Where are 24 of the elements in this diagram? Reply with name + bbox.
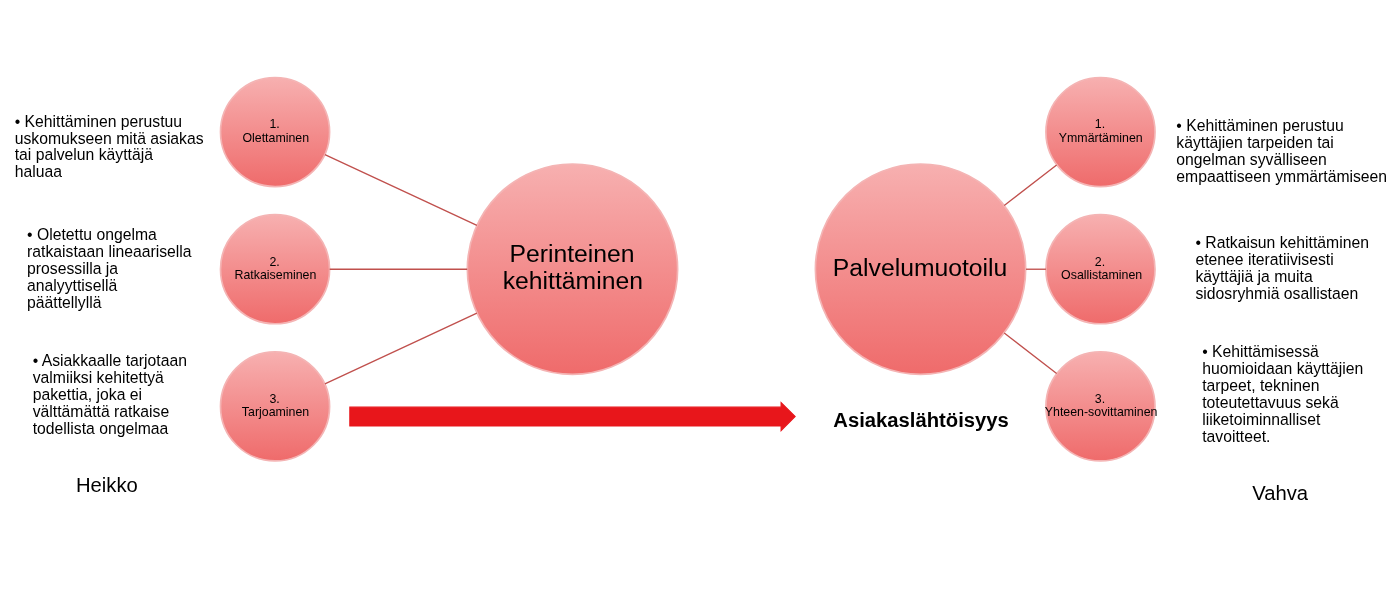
node-label: • Kehittämisessä huomioidaan käyttäjien tarpeet, tekninen toteutettavuus sekä liiketoiminnalliset tavoitteet. <box>1202 343 1364 445</box>
node-label: • Oletettu ongelma ratkaistaan lineaarisella prosessilla ja analyyttisellä päättellyllä <box>27 226 192 311</box>
connector <box>328 268 468 270</box>
node-label: • Kehittäminen perustuu uskomukseen mitä asiakas tai palvelun käyttäjä haluaa <box>14 112 204 181</box>
label: Asiakaslähtöisyys <box>833 409 1009 432</box>
node-circle: 1. Olettaminen <box>219 76 331 188</box>
node-circle: 3. Yhteen-sovittaminen <box>1045 351 1156 462</box>
node-label: • Kehittäminen perustuu käyttäjien tarpeiden tai ongelman syvälliseen empaattiseen ymmärtämiseen <box>1176 117 1388 185</box>
node-circle: 3. Tarjoaminen <box>219 351 331 462</box>
node-arrow <box>349 401 796 432</box>
connector <box>324 154 478 226</box>
connector <box>1025 268 1047 270</box>
node-circle: 2. Osallistaminen <box>1045 213 1156 325</box>
node-circle: Perinteinen kehittäminen <box>466 163 679 376</box>
connector <box>1003 164 1058 207</box>
node-circle: Palvelumuotoilu <box>814 163 1027 376</box>
connector <box>1003 332 1058 375</box>
label: Vahva <box>1252 482 1309 505</box>
connector <box>324 312 478 385</box>
node-label: • Asiakkaalle tarjotaan valmiiksi kehitettyä pakettia, joka ei välttämättä ratkaise todellista ongelmaa <box>32 352 187 437</box>
label: Heikko <box>76 474 138 497</box>
node-circle: 1. Ymmärtäminen <box>1045 76 1156 188</box>
node-label: • Ratkaisun kehittäminen etenee iteratiivisesti käyttäjiä ja muita sidosryhmiä osallistaen <box>1195 234 1369 302</box>
node-circle: 2. Ratkaiseminen <box>219 213 331 325</box>
